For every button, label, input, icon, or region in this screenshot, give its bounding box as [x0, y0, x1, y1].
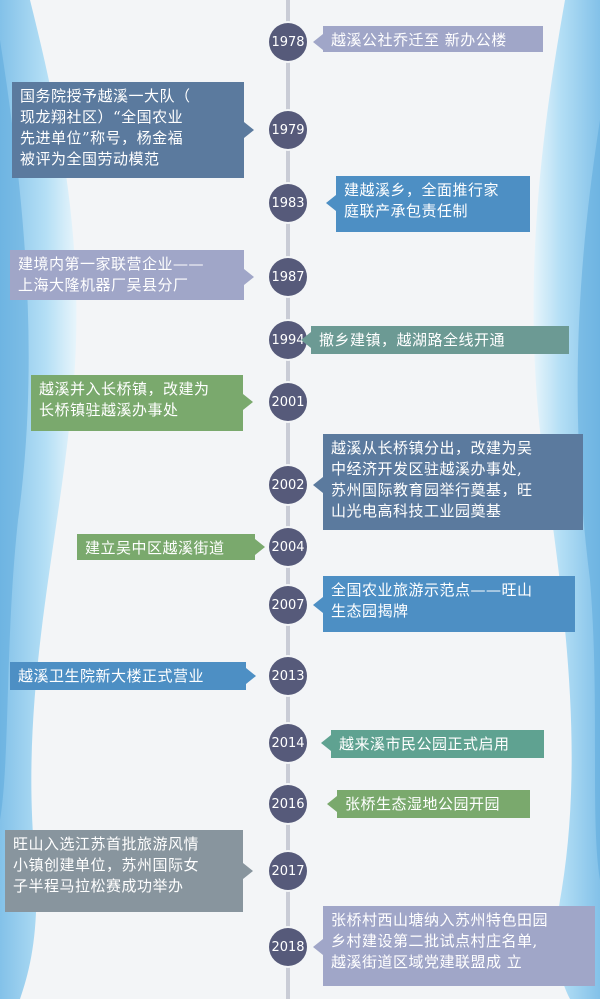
event-box-2007: 全国农业旅游示范点——旺山生态园揭牌	[323, 576, 575, 632]
event-text-line: 山光电高科技工业园奠基	[331, 502, 502, 520]
event-box-2004: 建立吴中区越溪街道	[77, 534, 255, 560]
event-text-line: 建越溪乡，全面推行家	[344, 181, 500, 199]
event-pointer	[313, 477, 323, 493]
event-box-1979: 国务院授予越溪一大队（ 现龙翔社区）“全国农业先进单位”称号，杨金福被评为全国劳动…	[12, 82, 244, 178]
year-node-2004: 2004	[269, 528, 307, 566]
event-text-line: 小镇创建单位，苏州国际女	[13, 856, 200, 874]
event-pointer	[313, 34, 323, 50]
event-text-line: 国务院授予越溪一大队（	[20, 87, 191, 105]
event-text-line: 旺山入选江苏首批旅游风情	[13, 835, 200, 853]
event-text-line: 先进单位”称号，杨金福	[20, 129, 184, 147]
event-box-2001: 越溪并入长桥镇，改建为长桥镇驻越溪办事处	[31, 375, 243, 431]
event-pointer	[313, 939, 323, 955]
year-node-1987: 1987	[269, 258, 307, 296]
event-text-line: 越来溪市民公园正式启用	[339, 735, 510, 753]
event-box-2017: 旺山入选江苏首批旅游风情小镇创建单位，苏州国际女子半程马拉松赛成功举办	[5, 830, 243, 912]
event-pointer	[255, 539, 265, 555]
year-node-2001: 2001	[269, 383, 307, 421]
year-node-2002: 2002	[269, 466, 307, 504]
year-node-1983: 1983	[269, 184, 307, 222]
year-node-2013: 2013	[269, 657, 307, 695]
event-text-line: 越溪街道区域党建联盟成 立	[331, 953, 523, 971]
event-text-line: 建立吴中区越溪街道	[85, 539, 225, 557]
event-pointer	[244, 269, 254, 285]
event-pointer	[327, 796, 337, 812]
event-text-line: 撤乡建镇，越湖路全线开通	[319, 331, 506, 349]
year-node-1978: 1978	[269, 23, 307, 61]
event-text-line: 被评为全国劳动模范	[20, 150, 160, 168]
event-text-line: 越溪公社乔迁至 新办公楼	[331, 31, 507, 49]
event-text-line: 越溪并入长桥镇，改建为	[39, 380, 210, 398]
event-pointer	[301, 332, 311, 348]
event-text-line: 生态园揭牌	[331, 602, 409, 620]
year-node-1979: 1979	[269, 111, 307, 149]
event-text-line: 张桥生态湿地公园开园	[345, 795, 501, 813]
event-pointer	[313, 597, 323, 613]
event-text-line: 苏州国际教育园举行奠基，旺	[331, 481, 533, 499]
event-pointer	[244, 122, 254, 138]
year-node-2018: 2018	[269, 928, 307, 966]
event-text-line: 乡村建设第二批试点村庄名单,	[331, 932, 538, 950]
year-node-1994: 1994	[269, 321, 307, 359]
event-pointer	[321, 735, 331, 751]
year-node-2017: 2017	[269, 852, 307, 890]
event-box-2016: 张桥生态湿地公园开园	[337, 790, 530, 818]
event-pointer	[326, 195, 336, 211]
event-text-line: 子半程马拉松赛成功举办	[13, 877, 184, 895]
event-text-line: 建境内第一家联营企业——	[18, 255, 205, 273]
event-pointer	[243, 394, 253, 410]
year-node-2007: 2007	[269, 586, 307, 624]
event-box-1994: 撤乡建镇，越湖路全线开通	[311, 326, 569, 354]
event-pointer	[243, 863, 253, 879]
event-box-2014: 越来溪市民公园正式启用	[331, 730, 544, 758]
event-box-1987: 建境内第一家联营企业—— 上海大隆机器厂吴县分厂	[10, 250, 244, 300]
event-box-1983: 建越溪乡，全面推行家庭联产承包责任制	[336, 176, 530, 232]
event-box-1978: 越溪公社乔迁至 新办公楼	[323, 26, 543, 52]
event-text-line: 全国农业旅游示范点——旺山	[331, 581, 533, 599]
event-box-2002: 越溪从长桥镇分出，改建为吴中经济开发区驻越溪办事处, 苏州国际教育园举行奠基，旺山…	[323, 434, 583, 530]
event-box-2018: 张桥村西山塘纳入苏州特色田园乡村建设第二批试点村庄名单, 越溪街道区域党建联盟成 …	[323, 906, 595, 986]
event-text-line: 越溪卫生院新大楼正式营业	[18, 667, 205, 685]
event-text-line: 越溪从长桥镇分出，改建为吴	[331, 439, 533, 457]
event-pointer	[246, 668, 256, 684]
year-node-2014: 2014	[269, 724, 307, 762]
event-text-line: 张桥村西山塘纳入苏州特色田园	[331, 911, 549, 929]
event-text-line: 庭联产承包责任制	[344, 202, 469, 220]
event-text-line: 长桥镇驻越溪办事处	[39, 401, 179, 419]
event-text-line: 中经济开发区驻越溪办事处,	[331, 460, 523, 478]
event-text-line: 上海大隆机器厂吴县分厂	[18, 276, 189, 294]
year-node-2016: 2016	[269, 785, 307, 823]
event-box-2013: 越溪卫生院新大楼正式营业	[10, 662, 246, 690]
event-text-line: 现龙翔社区）“全国农业	[20, 108, 184, 126]
